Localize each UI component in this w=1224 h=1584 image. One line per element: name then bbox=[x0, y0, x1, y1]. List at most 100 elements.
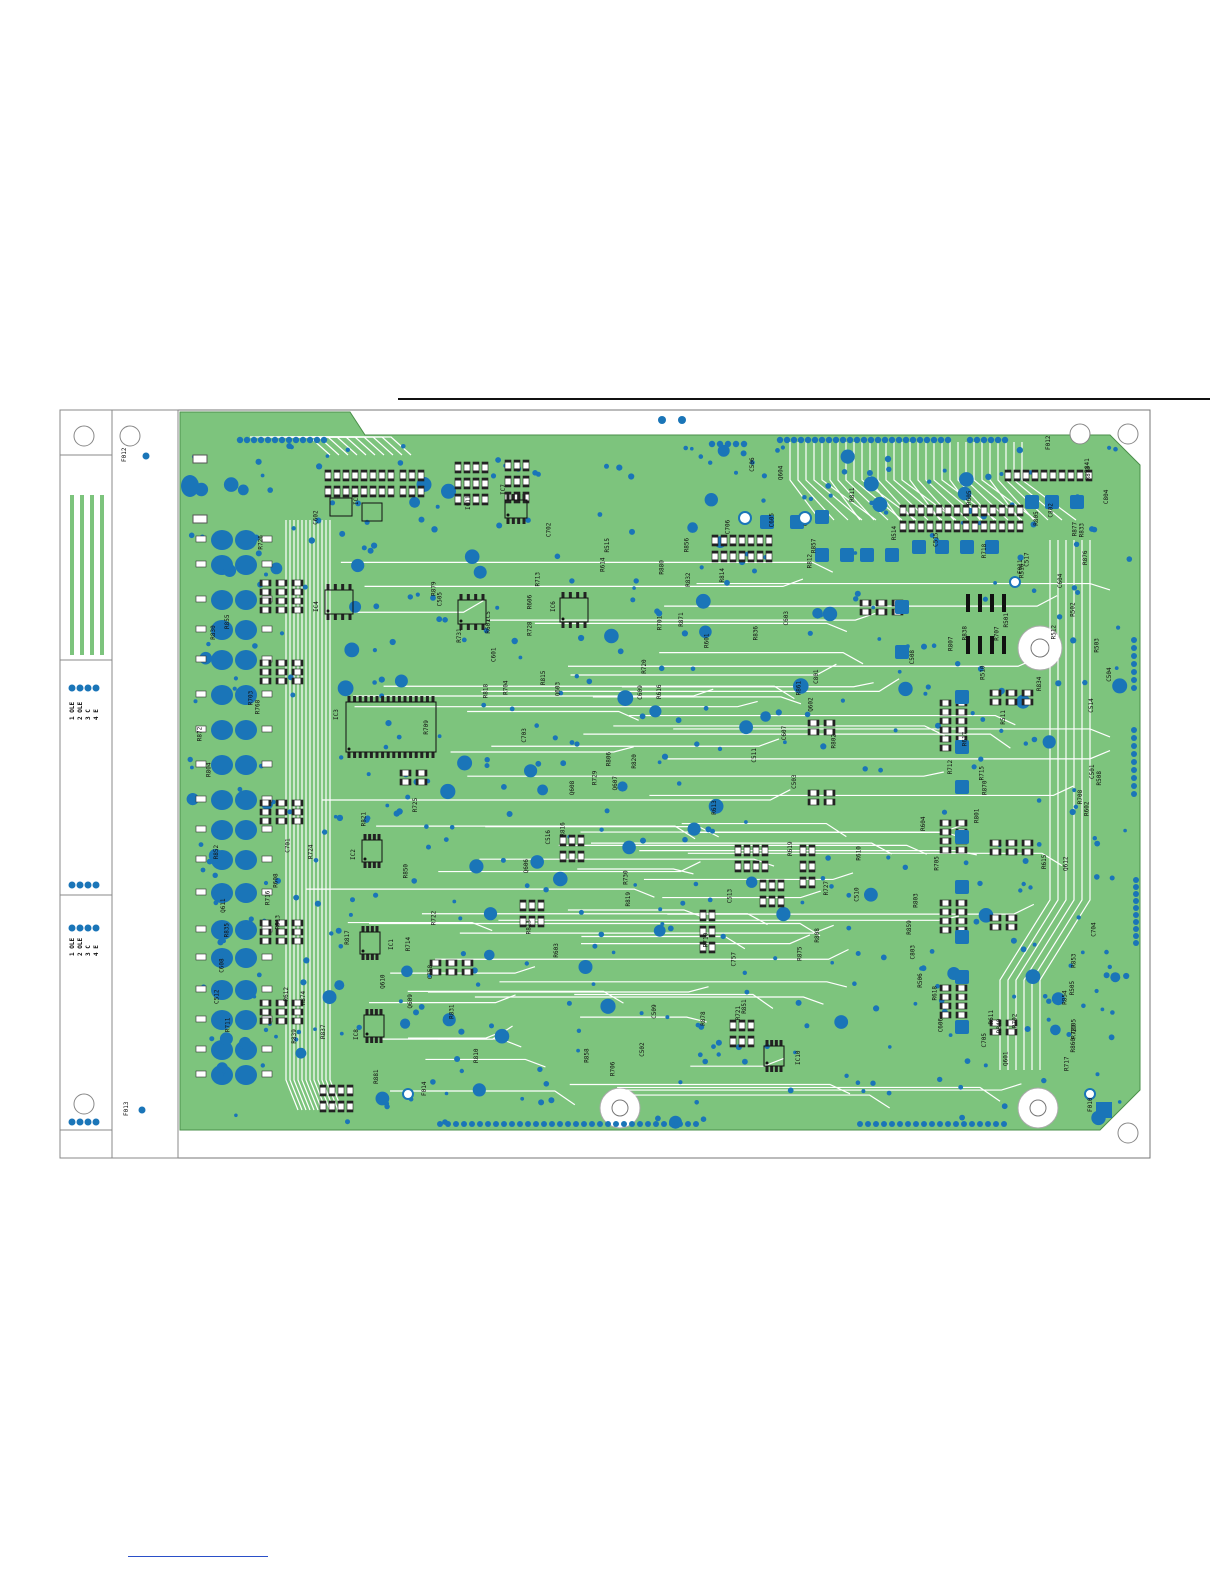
via bbox=[878, 767, 883, 773]
trace bbox=[313, 520, 327, 1111]
component-label: C606 bbox=[938, 1017, 945, 1032]
edge-pad bbox=[1133, 919, 1139, 925]
edge-pad bbox=[437, 1121, 443, 1127]
ic-package bbox=[457, 594, 487, 630]
component-label: R611 bbox=[988, 1010, 995, 1025]
trace bbox=[340, 561, 834, 573]
via bbox=[264, 572, 268, 577]
via bbox=[1107, 964, 1113, 970]
edge-pad bbox=[557, 1121, 563, 1127]
edge-pad bbox=[1131, 677, 1137, 683]
via bbox=[1113, 446, 1118, 452]
via bbox=[449, 825, 455, 830]
edge-pad bbox=[313, 436, 321, 444]
via bbox=[1081, 1003, 1086, 1009]
component-label: Q601 bbox=[1002, 1051, 1009, 1066]
left-rail bbox=[59, 409, 179, 1159]
via bbox=[371, 542, 378, 549]
component-label: Q606 bbox=[523, 859, 530, 874]
trace bbox=[289, 520, 303, 1111]
via bbox=[802, 495, 807, 500]
via bbox=[255, 458, 262, 465]
footer-link-underline[interactable] bbox=[128, 1556, 268, 1557]
component-label: R724 bbox=[307, 844, 314, 859]
edge-pad bbox=[1131, 685, 1137, 691]
connector-upper-pin-3: 3 C bbox=[85, 709, 92, 720]
component-label: Q611 bbox=[220, 898, 227, 913]
via bbox=[937, 1076, 943, 1083]
edge-pad bbox=[969, 1121, 975, 1127]
smd-resistor bbox=[261, 625, 273, 633]
component-label: C502 bbox=[639, 1042, 646, 1057]
via bbox=[578, 960, 593, 974]
via bbox=[639, 1011, 644, 1016]
via bbox=[1066, 1032, 1072, 1037]
via bbox=[1023, 741, 1028, 746]
via bbox=[931, 643, 937, 648]
via bbox=[496, 522, 503, 529]
edge-pad bbox=[825, 436, 833, 444]
via bbox=[717, 746, 723, 752]
trace bbox=[499, 981, 848, 988]
via bbox=[364, 519, 370, 525]
via bbox=[1075, 590, 1081, 595]
via bbox=[1080, 950, 1085, 955]
via bbox=[458, 1028, 465, 1035]
via bbox=[829, 884, 834, 889]
via bbox=[699, 565, 704, 570]
trace bbox=[352, 600, 484, 613]
component-label: R838 bbox=[961, 626, 968, 641]
component-label: R709 bbox=[423, 720, 430, 735]
component-label: C504 bbox=[1106, 667, 1113, 682]
via bbox=[407, 594, 413, 600]
component-label: C510 bbox=[853, 887, 860, 902]
via bbox=[822, 606, 838, 622]
component-label: R718 bbox=[981, 543, 988, 558]
via bbox=[825, 483, 832, 489]
component-label: C804 bbox=[1103, 489, 1110, 504]
component-label: R836 bbox=[753, 626, 760, 641]
via bbox=[290, 692, 296, 698]
via bbox=[971, 764, 977, 770]
via bbox=[389, 638, 396, 646]
via bbox=[604, 628, 619, 644]
via bbox=[871, 605, 876, 610]
via bbox=[345, 1119, 350, 1125]
via bbox=[804, 711, 811, 718]
edge-pad bbox=[881, 1121, 887, 1127]
edge-pad bbox=[902, 436, 910, 444]
via bbox=[1071, 585, 1078, 591]
via bbox=[820, 743, 827, 750]
via bbox=[484, 949, 495, 961]
trace bbox=[317, 520, 331, 1111]
edge-pad bbox=[278, 436, 286, 444]
edge-pad bbox=[867, 436, 875, 444]
edge-pad bbox=[469, 1121, 475, 1127]
component-label: R606 bbox=[526, 594, 533, 609]
smd-resistor bbox=[195, 985, 207, 993]
edge-pad bbox=[916, 436, 924, 444]
via bbox=[1103, 972, 1110, 979]
edge-pad bbox=[1133, 884, 1139, 890]
via bbox=[405, 794, 411, 800]
component-label: R820 bbox=[631, 754, 638, 769]
via bbox=[1020, 946, 1027, 953]
via bbox=[339, 530, 346, 537]
via bbox=[223, 477, 239, 492]
edge-pad bbox=[804, 436, 812, 444]
trace bbox=[628, 714, 1016, 726]
via bbox=[500, 857, 506, 863]
connector-upper: 1 OLE 2 OLE 3 C 4 E bbox=[68, 684, 100, 889]
edge-pad bbox=[573, 1121, 579, 1127]
via bbox=[925, 684, 931, 690]
ic-label: IC11 bbox=[465, 495, 472, 510]
via bbox=[260, 473, 265, 478]
via bbox=[586, 678, 593, 685]
via bbox=[1092, 836, 1098, 841]
edge-pad bbox=[637, 1121, 643, 1127]
ic-label: IC7 bbox=[500, 484, 507, 495]
component-label: R515 bbox=[604, 538, 611, 553]
via bbox=[237, 786, 243, 792]
smd-resistor bbox=[195, 925, 207, 933]
component-label: Q603 bbox=[555, 681, 562, 696]
